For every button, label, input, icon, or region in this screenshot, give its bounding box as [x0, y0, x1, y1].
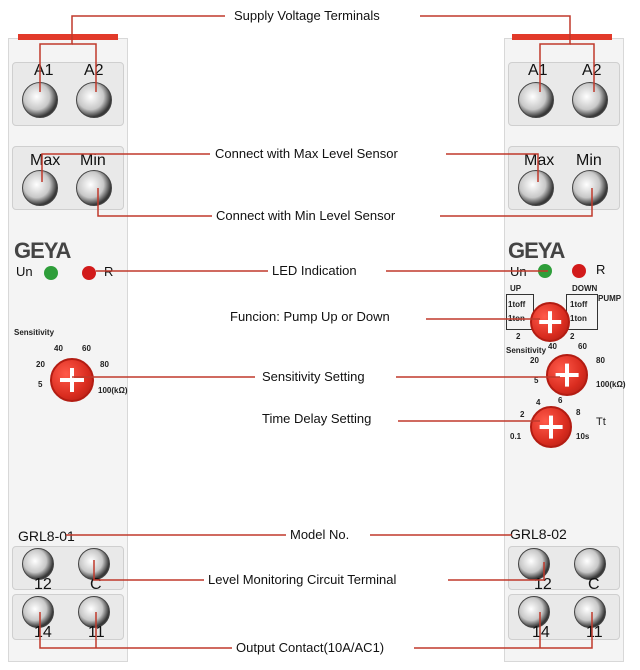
right-a2-terminal-screw — [572, 82, 608, 118]
right-scale-80: 80 — [596, 356, 605, 365]
right-a2-label: A2 — [582, 62, 602, 79]
right-scale-100: 100(kΩ) — [596, 380, 626, 389]
right-time-6: 6 — [558, 396, 563, 405]
right-scale-5: 5 — [534, 376, 539, 385]
left-red-led — [82, 266, 96, 280]
left-14-terminal-screw — [22, 596, 54, 628]
left-a2-terminal-screw — [76, 82, 112, 118]
leader-supply-left-a2 — [72, 43, 97, 92]
callout-time-delay: Time Delay Setting — [262, 411, 372, 426]
left-a2-label: A2 — [84, 62, 104, 79]
right-tt-label: Tt — [596, 416, 606, 428]
leader-min-left — [97, 188, 212, 217]
right-14-label: 14 — [532, 624, 550, 641]
callout-output: Output Contact(10A/AC1) — [236, 640, 385, 655]
left-11-terminal-screw — [78, 596, 110, 628]
right-up-label: UP — [510, 284, 522, 293]
right-time-4: 4 — [536, 398, 541, 407]
callout-function: Funcion: Pump Up or Down — [230, 309, 390, 324]
right-func-1toff-down: 1toff — [570, 300, 588, 309]
right-func-1ton-down: 1ton — [570, 314, 587, 323]
right-model-label: GRL8-02 — [510, 526, 567, 542]
right-top-red-tab — [512, 34, 612, 40]
leader-supply-right — [420, 15, 571, 92]
left-min-label: Min — [80, 152, 106, 169]
right-func-2-up: 2 — [516, 332, 521, 341]
right-min-terminal-screw — [572, 170, 608, 206]
left-un-label: Un — [16, 264, 33, 279]
callout-model: Model No. — [290, 527, 350, 542]
right-geya-logo: GEYA — [508, 238, 565, 263]
left-model-label: GRL8-01 — [18, 528, 75, 544]
left-scale-100: 100(kΩ) — [98, 386, 128, 395]
leader-max-right — [446, 153, 539, 182]
left-scale-20: 20 — [36, 360, 45, 369]
leader-supply-right-a2 — [570, 43, 595, 92]
right-time-delay-knob[interactable] — [530, 406, 572, 448]
callout-min-sensor: Connect with Min Level Sensor — [216, 208, 396, 223]
left-12-label: 12 — [34, 576, 52, 593]
leader-supply-left — [39, 15, 225, 92]
right-c-label: C — [588, 576, 600, 593]
right-11-label: 11 — [586, 624, 603, 641]
right-sensitivity-knob[interactable] — [546, 354, 588, 396]
left-green-led — [44, 266, 58, 280]
right-a1-terminal-screw — [518, 82, 554, 118]
right-func-1toff-up: 1toff — [508, 300, 526, 309]
left-scale-40: 40 — [54, 344, 63, 353]
right-red-led — [572, 264, 586, 278]
callout-max-sensor: Connect with Max Level Sensor — [215, 146, 398, 161]
left-c-label: C — [90, 576, 102, 593]
left-sensitivity-knob[interactable] — [50, 358, 94, 402]
left-max-label: Max — [30, 152, 61, 169]
callout-level-circuit: Level Monitoring Circuit Terminal — [208, 572, 397, 587]
left-scale-60: 60 — [82, 344, 91, 353]
right-sensitivity-label: Sensitivity — [506, 346, 547, 355]
right-14-terminal-screw — [518, 596, 550, 628]
callout-led: LED Indication — [272, 263, 357, 278]
right-time-0-1: 0.1 — [510, 432, 522, 441]
right-scale-60: 60 — [578, 342, 587, 351]
leader-min-right — [440, 188, 593, 217]
right-max-terminal-screw — [518, 170, 554, 206]
left-scale-80: 80 — [100, 360, 109, 369]
left-14-label: 14 — [34, 624, 52, 641]
leader-output-left — [39, 612, 232, 649]
right-time-2: 2 — [520, 410, 525, 419]
right-pump-label: PUMP — [598, 294, 622, 303]
callout-supply-voltage: Supply Voltage Terminals — [234, 8, 380, 23]
right-min-label: Min — [576, 152, 602, 169]
left-geya-logo: GEYA — [14, 238, 71, 263]
left-scale-5: 5 — [38, 380, 43, 389]
right-scale-40: 40 — [548, 342, 557, 351]
leader-output-right — [414, 612, 593, 649]
left-12-terminal-screw — [22, 548, 54, 580]
right-scale-20: 20 — [530, 356, 539, 365]
right-function-knob[interactable] — [530, 302, 570, 342]
right-max-label: Max — [524, 152, 555, 169]
left-a1-label: A1 — [34, 62, 54, 79]
left-sensitivity-label: Sensitivity — [14, 328, 55, 337]
right-c-terminal-screw — [574, 548, 606, 580]
right-func-2-down: 2 — [570, 332, 575, 341]
right-time-8: 8 — [576, 408, 581, 417]
right-down-label: DOWN — [572, 284, 598, 293]
right-time-10s: 10s — [576, 432, 590, 441]
leader-level-right — [448, 562, 545, 581]
leader-level-left — [93, 560, 204, 581]
left-max-terminal-screw — [22, 170, 58, 206]
left-top-red-tab — [18, 34, 118, 40]
right-11-terminal-screw — [574, 596, 606, 628]
callout-sensitivity: Sensitivity Setting — [262, 369, 365, 384]
right-r-label: R — [596, 262, 606, 277]
leader-max-left — [41, 153, 210, 182]
right-a1-label: A1 — [528, 62, 548, 79]
left-min-terminal-screw — [76, 170, 112, 206]
